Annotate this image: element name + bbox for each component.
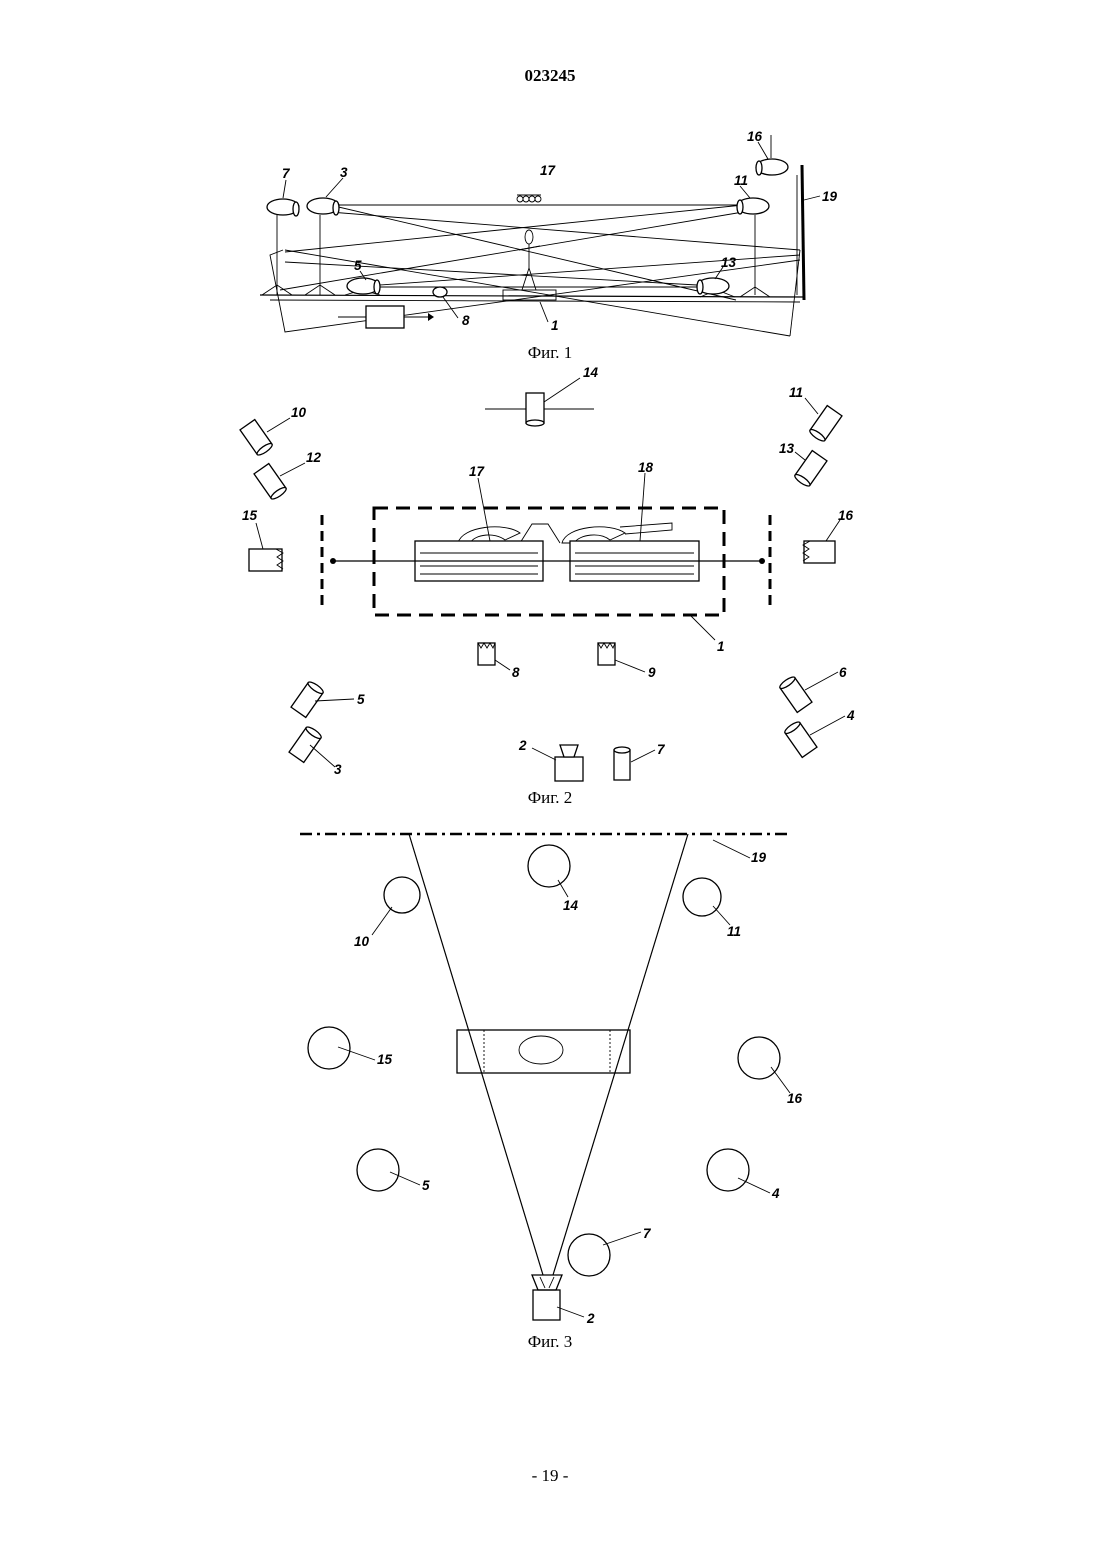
callout-5: 5	[422, 1178, 430, 1193]
callout-17: 17	[540, 163, 557, 178]
callout-11: 11	[727, 924, 741, 939]
callout-19: 19	[822, 189, 838, 204]
figure-3-caption: Фиг. 3	[0, 1332, 1100, 1352]
figure-3-drawing: 19 14 10 11 15 16 5 4 7 2	[0, 820, 1100, 1340]
callout-16: 16	[838, 508, 854, 523]
figure-1-drawing: 7 3 17 11 16 19 5 13 8 1	[0, 120, 1100, 345]
callout-19: 19	[751, 850, 767, 865]
callout-7: 7	[282, 166, 291, 181]
callout-16: 16	[787, 1091, 803, 1106]
callout-7: 7	[643, 1226, 652, 1241]
callout-4: 4	[846, 708, 855, 723]
callout-14: 14	[563, 898, 579, 913]
callout-15: 15	[377, 1052, 393, 1067]
callout-4: 4	[771, 1186, 780, 1201]
callout-2: 2	[586, 1311, 595, 1326]
callout-1: 1	[717, 639, 725, 654]
callout-5: 5	[357, 692, 365, 707]
callout-9: 9	[648, 665, 656, 680]
document-number: 023245	[0, 66, 1100, 86]
figure-2-caption: Фиг. 2	[0, 788, 1100, 808]
callout-13: 13	[721, 255, 737, 270]
callout-10: 10	[354, 934, 370, 949]
figure-2-drawing: 14 10 12 11 13 15 16 17 18 1 8 9 5 3 6 4…	[0, 360, 1100, 790]
callout-14: 14	[583, 365, 599, 380]
callout-15: 15	[242, 508, 258, 523]
callout-5: 5	[354, 258, 362, 273]
callout-3: 3	[334, 762, 342, 777]
callout-17: 17	[469, 464, 486, 479]
callout-11: 11	[734, 173, 748, 188]
callout-8: 8	[462, 313, 470, 328]
callout-7: 7	[657, 742, 666, 757]
callout-3: 3	[340, 165, 348, 180]
callout-1: 1	[551, 318, 559, 333]
callout-18: 18	[638, 460, 654, 475]
callout-8: 8	[512, 665, 520, 680]
callout-11: 11	[789, 385, 803, 400]
page-footer-number: - 19 -	[0, 1466, 1100, 1486]
callout-2: 2	[518, 738, 527, 753]
callout-12: 12	[306, 450, 322, 465]
callout-16: 16	[747, 129, 763, 144]
callout-13: 13	[779, 441, 795, 456]
callout-10: 10	[291, 405, 307, 420]
callout-6: 6	[839, 665, 847, 680]
